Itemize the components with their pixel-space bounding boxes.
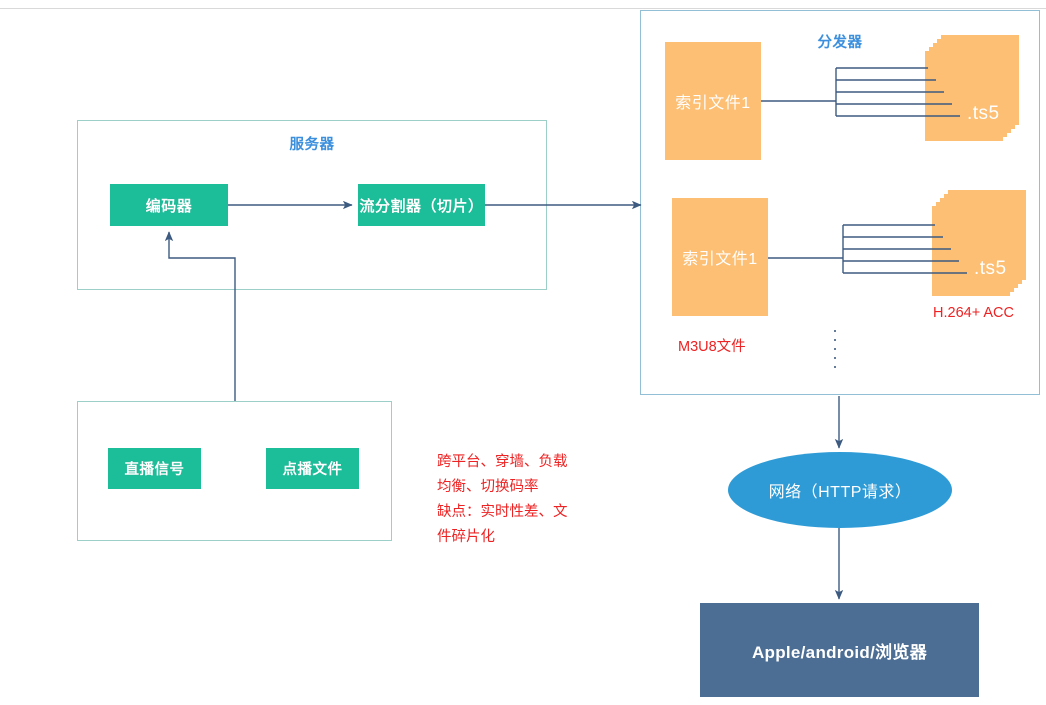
live-signal-node[interactable]: 直播信号 bbox=[108, 448, 201, 489]
ts-stack-1[interactable]: .ts5 bbox=[925, 35, 1025, 145]
index-file-node-2[interactable]: 索引文件1 bbox=[672, 198, 768, 316]
ts-label-2: .ts5 bbox=[974, 258, 1007, 279]
index-file-node-1[interactable]: 索引文件1 bbox=[665, 42, 761, 160]
network-node[interactable]: 网络（HTTP请求） bbox=[728, 452, 952, 528]
vod-file-node[interactable]: 点播文件 bbox=[266, 448, 359, 489]
note-advantages: 跨平台、穿墙、负载 均衡、切换码率 bbox=[437, 454, 568, 495]
codec-label: H.264+ ACC bbox=[933, 305, 1015, 321]
client-node[interactable]: Apple/android/浏览器 bbox=[700, 603, 979, 697]
encoder-node[interactable]: 编码器 bbox=[110, 184, 228, 226]
ts-sheet bbox=[932, 206, 1010, 296]
ts-sheet bbox=[925, 51, 1003, 141]
source-container bbox=[77, 401, 392, 541]
ts-label-1: .ts5 bbox=[967, 103, 1000, 124]
page-top-rule bbox=[0, 8, 1046, 9]
server-title: 服务器 bbox=[289, 137, 335, 153]
ts-stack-2[interactable]: .ts5 bbox=[932, 190, 1032, 300]
distributor-title: 分发器 bbox=[817, 35, 863, 51]
m3u8-label: M3U8文件 bbox=[678, 339, 746, 355]
slicer-node[interactable]: 流分割器（切片） bbox=[358, 184, 485, 226]
note-disadvantages: 缺点：实时性差、文 件碎片化 bbox=[437, 504, 568, 545]
